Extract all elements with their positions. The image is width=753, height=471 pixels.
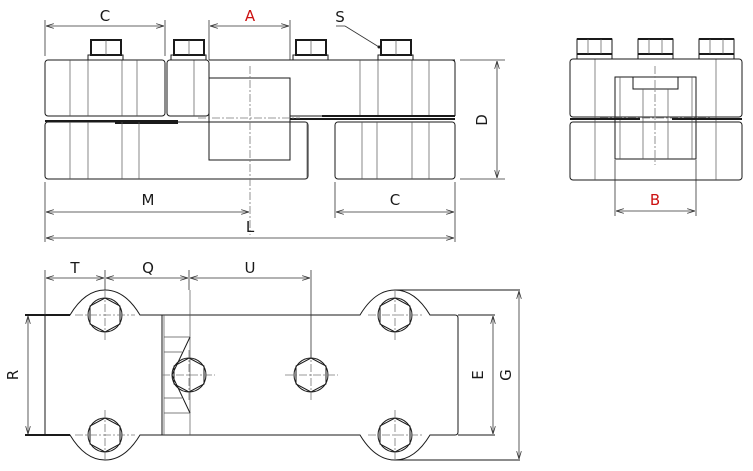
dimension-label-g: G	[497, 369, 515, 381]
bolt-hex-icon	[75, 410, 135, 460]
front-view: C A S D M C L	[44, 7, 505, 242]
dimension-label-t: T	[69, 259, 80, 277]
bolt-head-icon	[637, 38, 674, 60]
bolt-hex-icon	[285, 350, 338, 400]
dimension-label-l: L	[246, 218, 255, 236]
bolt-head-icon	[698, 38, 735, 60]
dimension-label-d: D	[473, 114, 491, 126]
bolt-hex-icon	[368, 290, 422, 340]
dimension-label-a: A	[245, 7, 256, 25]
bolt-hex-icon	[75, 290, 135, 340]
bolt-head-icon	[576, 38, 613, 60]
dimension-label-u: U	[245, 259, 256, 277]
dimension-label-e: E	[469, 370, 487, 379]
bolt-head-icon	[292, 39, 329, 61]
bolt-head-icon	[170, 39, 207, 61]
dimension-label-c-bottom: C	[390, 191, 400, 209]
dimension-label-b: B	[650, 191, 660, 209]
callout-label-s: S	[335, 8, 345, 26]
bolt-hex-icon	[162, 350, 215, 400]
dimension-label-q: Q	[142, 259, 154, 277]
bolt-head-icon	[87, 39, 124, 61]
dimension-label-c-top: C	[100, 7, 110, 25]
plan-view: T Q U R E G	[4, 259, 520, 461]
dimension-label-r: R	[4, 370, 22, 380]
bolt-head-icon	[377, 39, 414, 61]
dimension-label-m: M	[142, 191, 155, 209]
side-view: B	[569, 38, 743, 216]
bolt-hex-icon	[368, 410, 422, 460]
